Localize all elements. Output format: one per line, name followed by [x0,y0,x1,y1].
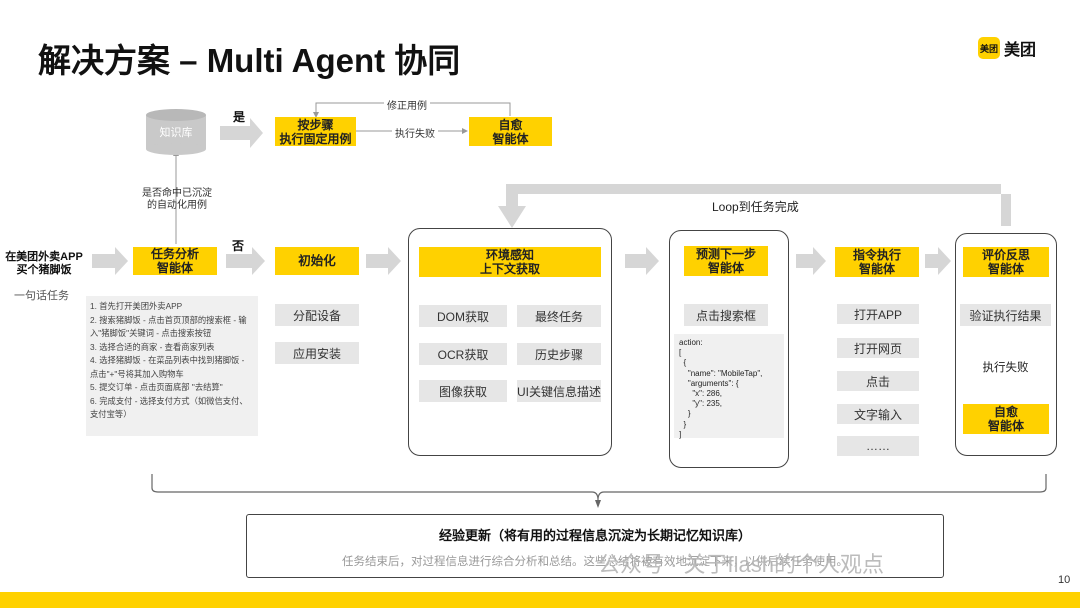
fixed-case-line2: 执行固定用例 [279,131,352,146]
task-input-line2: 买个猪脚饭 [16,264,72,276]
predict-title-line1: 预测下一步 [695,247,756,261]
kb-hit-question: 是否命中已沉淀 的自动化用例 [138,188,216,212]
arrow-input-to-analysis [92,247,128,275]
task-step: 4. 选择猪脚饭 - 在菜品列表中找到猪脚饭 - [90,355,245,365]
top-heal-line1: 自愈 [498,117,523,132]
eval-heal-line2: 智能体 [987,419,1024,433]
watermark: 公众号 · 关于flash的个人观点 [598,552,885,577]
task-analysis-line2: 智能体 [156,261,193,275]
summary-brace [151,474,1047,501]
task-step: 6. 完成支付 - 选择支付方式（如微信支付、 [90,395,248,406]
loop-arrow [498,184,1011,228]
task-step: 1. 首先打开美团外卖APP [90,301,183,311]
top-heal-line2: 智能体 [492,131,529,146]
kb-hit-line1: 是否命中已沉淀 [142,188,212,199]
task-input-caption: 一句话任务 [14,290,69,302]
bottom-accent-bar [0,592,1080,608]
env-item-dom: DOM获取 [419,305,507,327]
eval-item-verify: 验证执行结果 [960,304,1051,326]
task-step: 5. 提交订单 - 点击页面底部 "去结算" [90,382,223,392]
experience-title: 经验更新（将有用的过程信息沉淀为长期记忆知识库） [438,528,751,543]
arrow-exec-to-eval [925,247,951,275]
eval-title-line1: 评价反思 [981,248,1030,262]
task-step: 点击"+"号将其加入购物车 [90,368,184,379]
predict-item-tap-search: 点击搜索框 [684,304,768,326]
page-number: 10 [1058,574,1071,586]
fixed-case-box: 按步骤 执行固定用例 [275,117,356,146]
predict-action-code: action: [ { "name": "MobileTap", "argume… [674,334,784,439]
top-heal-agent-box: 自愈 智能体 [469,117,552,146]
exec-agent: 指令执行 智能体 [835,247,919,277]
predict-agent: 预测下一步 智能体 [684,246,768,276]
eval-title-line2: 智能体 [987,262,1024,276]
eval-heal-line1: 自愈 [993,405,1018,419]
arrow-predict-to-exec [796,247,826,275]
task-steps-list: 1. 首先打开美团外卖APP 2. 搜索猪脚饭 - 点击首页顶部的搜索框 - 输… [86,296,258,436]
exec-item-open-app: 打开APP [837,304,919,324]
knowledge-base-icon [146,109,206,155]
arrow-env-to-predict [625,247,659,275]
experience-desc: 任务结束后，对过程信息进行综合分析和总结。这些总结将被有效地沉淀下来，以供后续任… [342,556,848,568]
task-input-line1: 在美团外卖APP [5,251,83,263]
env-item-ui-desc: UI关键信息描述 [517,380,601,402]
env-item-image: 图像获取 [419,380,507,402]
task-input: 在美团外卖APP 买个猪脚饭 [4,251,84,277]
task-analysis-line1: 任务分析 [150,247,199,261]
exec-fail-label-top: 执行失败 [392,125,438,140]
no-label: 否 [232,239,245,253]
eval-heal-agent: 自愈 智能体 [963,404,1049,434]
predict-title-line2: 智能体 [707,261,744,275]
kb-hit-line2: 的自动化用例 [147,200,207,211]
arrow-analysis-to-init [226,247,265,275]
loop-label: Loop到任务完成 [712,200,799,214]
task-step: 3. 选择合适的商家 - 查看商家列表 [90,341,215,352]
exec-item-more: …… [837,436,919,456]
init-box: 初始化 [275,247,359,275]
task-analysis-agent: 任务分析 智能体 [133,247,217,275]
arrow-kb-to-fixed [220,118,263,148]
brand-logo: 美团 美团 [978,36,1036,60]
meituan-logo-icon: 美团 [978,37,1000,59]
exec-item-text-input: 文字输入 [837,404,919,424]
task-step: 支付宝等） [90,409,132,419]
exec-item-open-web: 打开网页 [837,338,919,358]
init-item-allocate-device: 分配设备 [275,304,359,326]
fix-case-label: 修正用例 [384,97,430,112]
task-step: 入"猪脚饭"关键词 - 点击搜索按钮 [90,328,212,338]
brand-text: 美团 [1004,42,1037,59]
eval-agent: 评价反思 智能体 [963,247,1049,277]
env-item-ocr: OCR获取 [419,343,507,365]
env-item-final-task: 最终任务 [517,305,601,327]
exec-item-tap: 点击 [837,371,919,391]
page-title: 解决方案 – Multi Agent 协同 [38,42,461,79]
init-item-install-app: 应用安装 [275,342,359,364]
yes-label: 是 [233,110,246,124]
exec-title-line1: 指令执行 [852,248,901,262]
env-perception-agent: 环境感知 上下文获取 [419,247,601,277]
exec-title-line2: 智能体 [858,262,895,276]
arrow-init-to-env [366,247,401,275]
env-title-line1: 环境感知 [485,248,534,262]
env-title-line2: 上下文获取 [479,262,540,276]
task-step: 2. 搜索猪脚饭 - 点击首页顶部的搜索框 - 输 [90,314,247,325]
knowledge-base-label: 知识库 [159,127,193,139]
env-item-history: 历史步骤 [517,343,601,365]
eval-fail-label: 执行失败 [960,359,1051,375]
experience-update-box: 经验更新（将有用的过程信息沉淀为长期记忆知识库） 任务结束后，对过程信息进行综合… [246,514,944,578]
fixed-case-line1: 按步骤 [297,117,334,132]
